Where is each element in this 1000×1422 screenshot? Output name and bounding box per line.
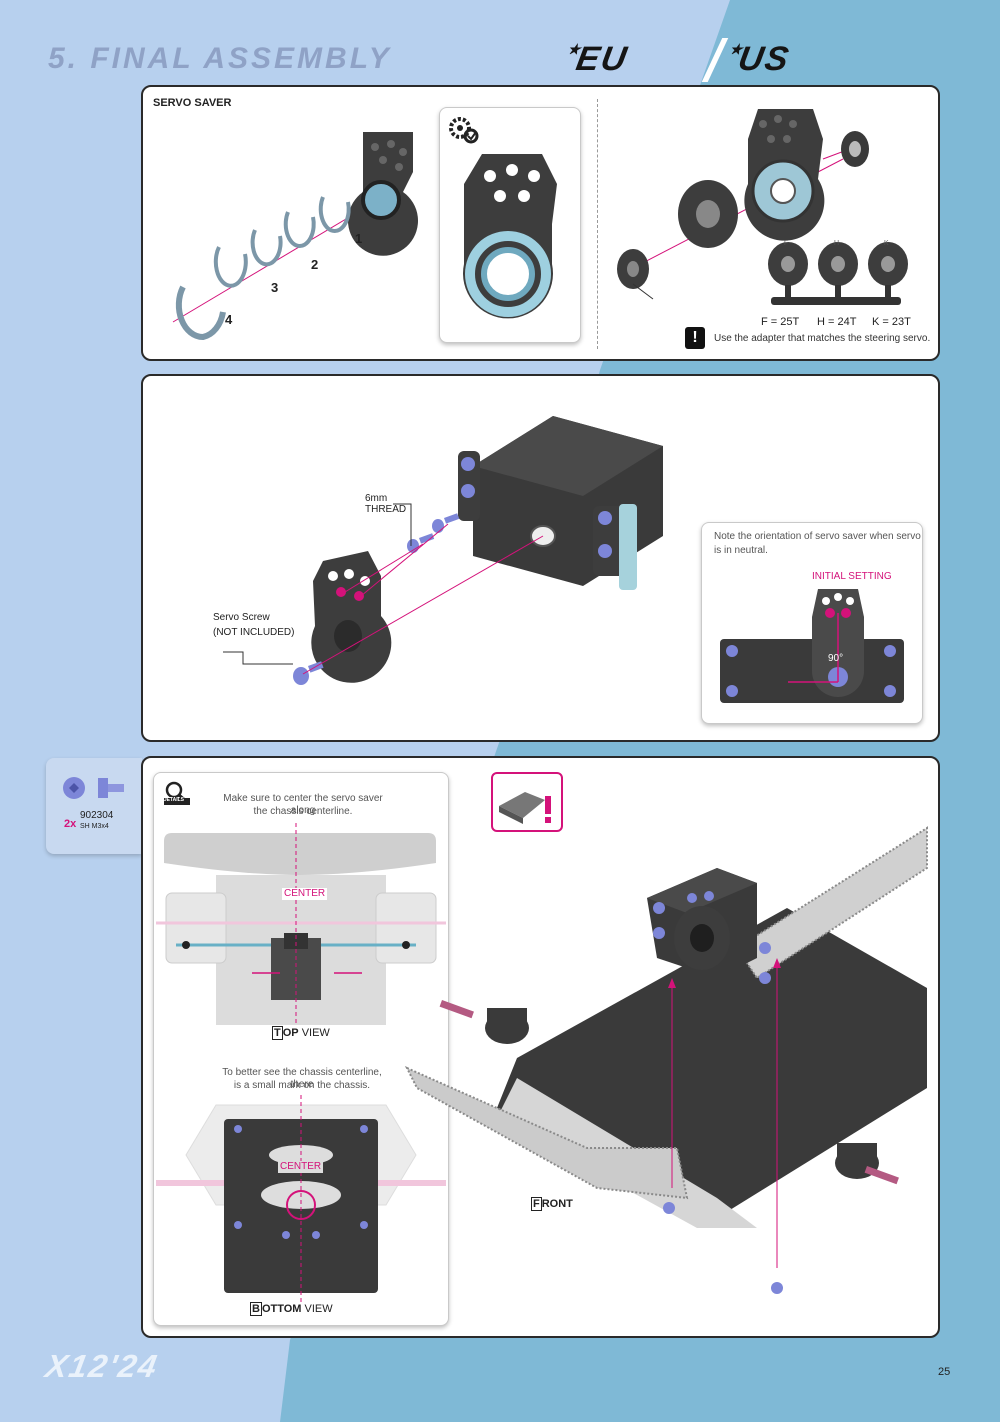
step-2-marker: 2 (311, 257, 319, 272)
center-label-top: CENTER (282, 888, 328, 900)
orientation-note-line2: is in neutral. (714, 545, 768, 556)
warning-icon: ! (685, 327, 705, 349)
servo-saver-exploded-illustration (172, 132, 418, 341)
panel-divider (597, 99, 598, 349)
thread-label-line1: 6mm (365, 493, 388, 504)
parts-number: 902304 (80, 810, 114, 821)
adapter-h-letter: H (834, 240, 840, 247)
servo-screw-not-included: (NOT INCLUDED) (213, 627, 295, 638)
servo-screw-label: Servo Screw (213, 612, 270, 623)
servo-adapter-illustration (617, 109, 908, 305)
mark-note-line2: is a small mark on the chassis. (233, 1080, 371, 1091)
adapter-k-label: K = 23T (872, 316, 911, 328)
mark-note-line1: To better see the chassis centerline, th… (222, 1067, 382, 1090)
model-logo: X12'24 (42, 1348, 162, 1384)
foam-tape-warning-box (491, 772, 563, 832)
step-4-marker: 4 (225, 312, 233, 327)
centerline-detail-inset: DETAILS Make sure to center the servo sa… (153, 772, 449, 1326)
angle-label: 90° (828, 653, 844, 664)
chassis-assembly-illustration (404, 826, 928, 1294)
section-title: 5. FINAL ASSEMBLY (48, 42, 392, 75)
center-note-line2: the chassis centerline. (253, 806, 353, 817)
servo-neutral-illustration (720, 589, 904, 703)
servo-saver-front-view (463, 154, 557, 319)
bottom-view-illustration (156, 1095, 446, 1305)
center-note-line1: Make sure to center the servo saver alon… (223, 793, 383, 816)
servo-saver-heading: SERVO SAVER (153, 97, 232, 109)
orientation-note-line1: Note the orientation of servo saver when… (714, 531, 921, 542)
adapter-f-label: F = 25T (761, 316, 800, 328)
adapter-f-letter: F (784, 240, 789, 247)
details-label: DETAILS (163, 797, 185, 803)
thread-label-line2: THREAD (365, 504, 407, 515)
adapter-k-letter: K (884, 240, 889, 247)
servo-exploded-illustration (223, 416, 663, 685)
top-view-illustration (156, 823, 446, 1025)
center-label-bottom: CENTER (278, 1161, 324, 1173)
logo-eu: ★EU (566, 40, 632, 78)
servo-saver-panel: SERVO SAVER 1 2 3 4 (141, 85, 940, 361)
adapter-note: Use the adapter that matches the steerin… (714, 333, 931, 344)
logo-us: ★US (728, 40, 794, 78)
step-3-marker: 3 (271, 280, 279, 295)
initial-setting-label: INITIAL SETTING (812, 571, 892, 582)
servo-saver-detail-inset (439, 107, 581, 343)
details-magnifier-icon (164, 781, 190, 805)
parts-quantity: 2x (64, 818, 77, 830)
page-number: 25 (938, 1366, 951, 1378)
servo-mount-panel: 6mm THREAD Servo Screw (NOT INCLUDED) No… (141, 374, 940, 742)
adapter-h-label: H = 24T (817, 316, 857, 328)
parts-description: SH M3x4 (80, 823, 109, 830)
chassis-install-panel: DETAILS Make sure to center the servo sa… (141, 756, 940, 1338)
foam-tape-icon (499, 792, 551, 824)
orientation-inset: Note the orientation of servo saver when… (701, 522, 923, 724)
screw-icon (63, 777, 124, 799)
parts-callout: 2x 902304 SH M3x4 (46, 758, 142, 854)
gear-check-icon (449, 117, 479, 144)
step-1-marker: 1 (355, 231, 363, 246)
